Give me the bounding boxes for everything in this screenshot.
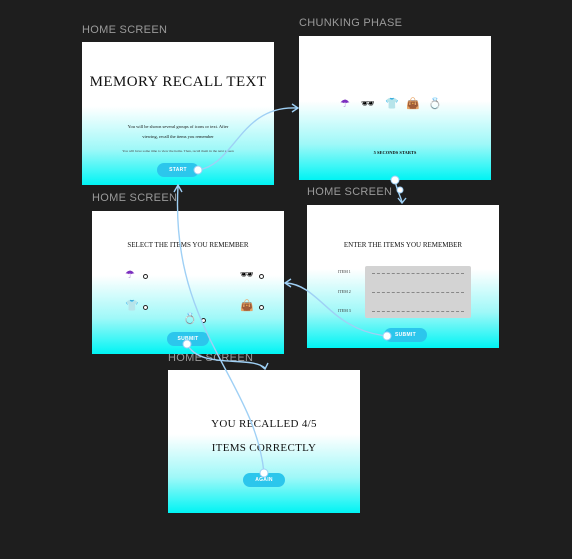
home-description-line-2: viewing, recall the items you remember <box>142 134 214 139</box>
select-submit-button[interactable]: SUBMIT <box>167 332 209 346</box>
select-heading: SELECT THE ITEMS YOU REMEMBER <box>127 241 249 249</box>
arrowhead-enter <box>397 197 407 205</box>
ring-icon: 💍 <box>183 313 197 325</box>
sunglasses-icon: 🕶 <box>361 98 375 110</box>
result-frame: YOU RECALLED 4/5 ITEMS CORRECTLY AGAIN <box>168 370 360 513</box>
ring-radio[interactable] <box>201 318 206 323</box>
frame-label-home-select: HOME SCREEN <box>92 192 178 204</box>
chunking-frame: ☂ 🕶 👕 👜 💍 5 SECONDS STARTS <box>299 36 491 180</box>
items-input-area[interactable] <box>365 266 471 318</box>
item-3-field[interactable] <box>372 311 464 312</box>
home-description-line-1: You will be shown several groups of icon… <box>127 124 229 129</box>
frame-label-chunking: CHUNKING PHASE <box>299 17 403 29</box>
countdown-caption: 5 SECONDS STARTS <box>373 150 417 155</box>
result-line-1: YOU RECALLED 4/5 <box>211 418 317 430</box>
start-button[interactable]: START <box>157 163 199 177</box>
enter-items-frame: ENTER THE ITEMS YOU REMEMBER ITEM 1 ITEM… <box>307 205 499 348</box>
arrowhead-home <box>173 183 183 193</box>
frame-label-home-1: HOME SCREEN <box>82 24 168 36</box>
umbrella-icon: ☂ <box>125 269 135 281</box>
handbag-icon: 👜 <box>240 300 254 312</box>
home-description-line-3: You will have some time to view the item… <box>122 149 234 153</box>
handbag-icon: 👜 <box>406 98 420 110</box>
home-title: MEMORY RECALL TEXT <box>89 74 267 90</box>
umbrella-radio[interactable] <box>143 274 148 279</box>
arrowhead-result <box>259 362 269 371</box>
enter-submit-button[interactable]: SUBMIT <box>384 328 427 342</box>
result-line-2: ITEMS CORRECTLY <box>211 442 317 454</box>
enter-heading: ENTER THE ITEMS YOU REMEMBER <box>343 241 463 249</box>
item-1-field[interactable] <box>372 273 464 274</box>
arrowhead-select <box>283 278 292 288</box>
item-3-label: ITEM 3 <box>338 308 351 313</box>
ring-icon: 💍 <box>428 98 442 110</box>
shirt-icon: 👕 <box>125 300 139 312</box>
umbrella-icon: ☂ <box>340 98 350 110</box>
connector-node-mid[interactable] <box>396 186 404 194</box>
connector-chunking-to-enter <box>394 179 403 203</box>
item-2-label: ITEM 2 <box>338 289 351 294</box>
select-items-frame: SELECT THE ITEMS YOU REMEMBER ☂ 🕶 👕 👜 💍 … <box>92 211 284 354</box>
sunglasses-icon: 🕶 <box>240 269 254 281</box>
again-button[interactable]: AGAIN <box>243 473 285 487</box>
item-2-field[interactable] <box>372 292 464 293</box>
handbag-radio[interactable] <box>259 305 264 310</box>
shirt-icon: 👕 <box>385 98 399 110</box>
item-1-label: ITEM 1 <box>338 269 351 274</box>
arrowhead-chunking <box>291 103 300 113</box>
sunglasses-radio[interactable] <box>259 274 264 279</box>
shirt-radio[interactable] <box>143 305 148 310</box>
frame-label-home-enter: HOME SCREEN <box>307 186 393 198</box>
home-frame: MEMORY RECALL TEXT You will be shown sev… <box>82 42 274 185</box>
